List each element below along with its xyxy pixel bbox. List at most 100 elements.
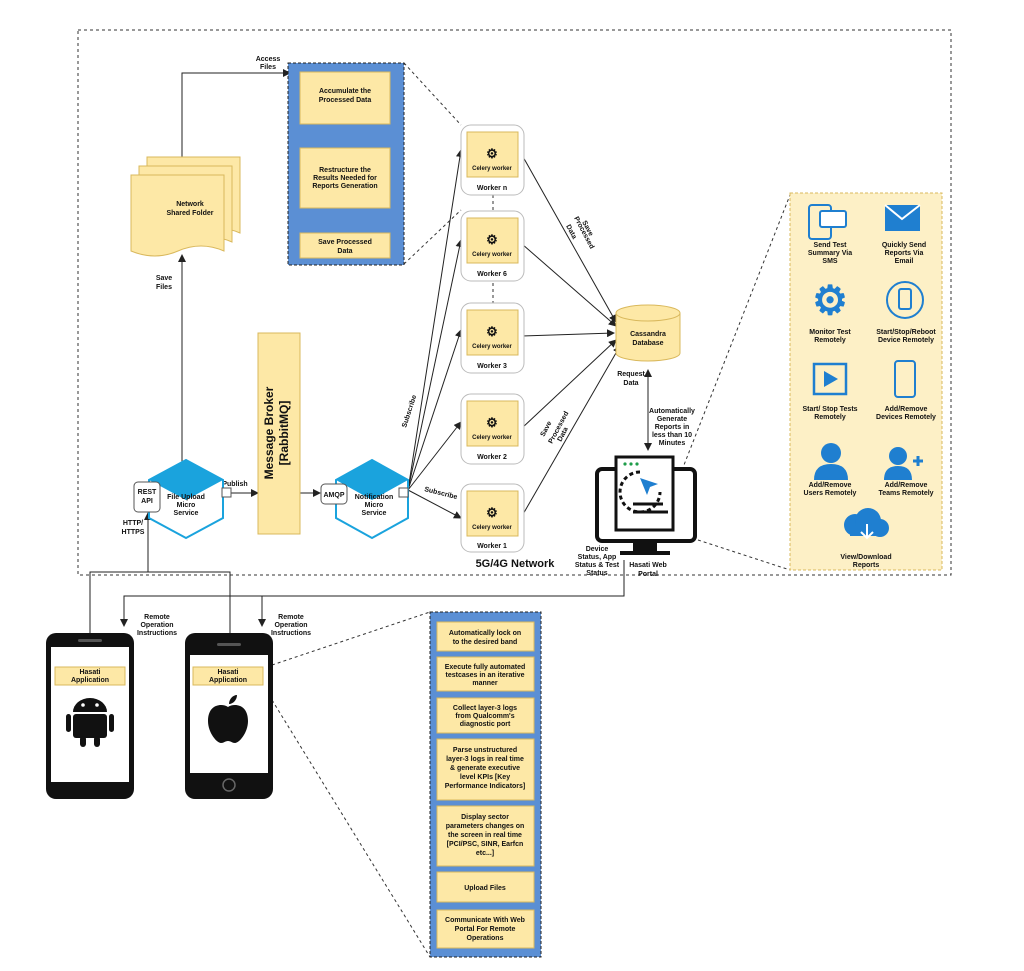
feature-devices-2: Devices Remotely (876, 414, 936, 421)
feature-monitor-2: Remotely (814, 337, 846, 344)
features-panel: ⚙ Send Test Summary Vi (789, 192, 943, 571)
cloud-download-icon (844, 508, 889, 540)
worker-label: Worker n (477, 185, 507, 192)
feature-reports-1: View/Download (840, 554, 891, 561)
feature-sms-2: Summary Via (808, 250, 852, 257)
iphone: Hasati Application (185, 633, 273, 799)
pipeline-step-2-line-2: Results Needed for (313, 175, 377, 182)
access-files-label-2: Files (260, 64, 276, 71)
device-control-icon (886, 281, 924, 319)
app-feature-4-line-3: & generate executive (450, 765, 520, 772)
app-feature-2-line-1: Execute fully automated (445, 664, 526, 671)
web-portal-label-1: Hasati Web (629, 562, 667, 569)
celery-worker-label: Celery worker (472, 525, 512, 531)
pipeline-step-3-line-1: Save Processed (318, 239, 372, 246)
network-shared-folder: Network Shared Folder (130, 156, 241, 257)
device-status-label-2: Status, App (578, 554, 617, 561)
feature-teams-1: Add/Remove (885, 482, 928, 489)
auto-reports-label-5: Minutes (659, 440, 686, 447)
request-data-label-2: Data (623, 380, 638, 387)
feature-device-control-2: Device Remotely (878, 337, 934, 344)
worker-6: ⚙ Celery worker Worker 6 (460, 210, 525, 282)
notification-label-2: Micro (365, 502, 384, 509)
shared-folder-label-2: Shared Folder (166, 210, 213, 217)
gear-icon: ⚙ (486, 505, 498, 520)
connectors (89, 62, 791, 958)
celery-worker-label: Celery worker (472, 435, 512, 441)
worker-label: Worker 6 (477, 271, 507, 278)
app-feature-5-line-1: Display sector (461, 814, 509, 821)
app-feature-5-line-5: etc...] (476, 850, 494, 857)
feature-sms-1: Send Test (814, 242, 848, 249)
feature-devices-1: Add/Remove (885, 406, 928, 413)
upload-service-label-1: File Upload (167, 494, 205, 501)
app-feature-1-line-2: to the desired band (453, 639, 518, 646)
notification-label-1: Notification (355, 494, 394, 501)
app-feature-4-line-5: Performance Indicators] (445, 783, 526, 790)
ios-app-label-2: Application (209, 677, 247, 684)
feature-sms-3: SMS (822, 258, 838, 265)
subscribe-label-lower: Subscribe (424, 486, 459, 501)
app-feature-3-line-1: Collect layer-3 logs (453, 705, 517, 712)
gear-icon: ⚙ (486, 324, 498, 339)
auto-reports-label-3: Reports in (655, 424, 690, 431)
pipeline-step-2-line-1: Restructure the (319, 167, 371, 174)
worker-2: ⚙ Celery worker Worker 2 (460, 393, 525, 465)
http-label-2: HTTPS (122, 529, 145, 536)
pipeline-step-3-line-2: Data (337, 248, 352, 255)
celery-worker-label: Celery worker (472, 166, 512, 172)
app-feature-5-line-3: the screen in real time (448, 832, 522, 839)
user-icon (814, 443, 848, 480)
app-feature-7-line-1: Communicate With Web (445, 917, 525, 924)
gear-icon: ⚙ (486, 146, 498, 161)
play-icon (812, 362, 848, 396)
app-features-panel: Automatically lock on to the desired ban… (429, 611, 542, 958)
request-data-label-1: Request (617, 371, 645, 378)
save-processed-data-top-3: Data (564, 224, 577, 241)
app-feature-4-line-4: level KPIs [Key (460, 774, 510, 781)
feature-email-3: Email (895, 258, 914, 265)
worker-n: ⚙ Celery worker Worker n (460, 124, 525, 196)
upload-service-label-3: Service (174, 510, 199, 517)
auto-reports-label-4: less than 10 (652, 432, 692, 439)
notification-label-3: Service (362, 510, 387, 517)
subscribe-label-upper: Subscribe (401, 394, 418, 428)
rest-api-label-2: API (141, 498, 153, 505)
cassandra-label-1: Cassandra (630, 331, 666, 338)
app-feature-3-line-3: diagnostic port (460, 721, 511, 728)
feature-email-2: Reports Via (885, 250, 924, 257)
device-status-label-3: Status & Test (575, 562, 620, 569)
cassandra-database: Cassandra Database (615, 304, 681, 362)
feature-teams-2: Teams Remotely (878, 490, 933, 497)
feature-users-1: Add/Remove (809, 482, 852, 489)
remote-instructions-ios-2: Operation (274, 622, 307, 629)
worker-3: ⚙ Celery worker Worker 3 (460, 302, 525, 374)
apple-icon (208, 695, 248, 743)
rest-api-label-1: REST (138, 489, 157, 496)
app-feature-5-line-2: parameters changes on (446, 823, 525, 830)
amqp-label: AMQP (324, 492, 345, 499)
app-feature-4-line-1: Parse unstructured (453, 747, 517, 754)
auto-reports-label-1: Automatically (649, 408, 695, 415)
app-feature-2-line-2: testcases in an iterative (446, 672, 525, 679)
add-user-icon (884, 447, 923, 480)
feature-device-control-1: Start/Stop/Reboot (876, 329, 936, 336)
worker-label: Worker 3 (477, 363, 507, 370)
app-feature-7-line-2: Portal For Remote (455, 926, 516, 933)
android-app-label-2: Application (71, 677, 109, 684)
message-broker: Message Broker [RabbitMQ] (257, 332, 301, 535)
access-files-label-1: Access (256, 56, 281, 63)
upload-service-label-2: Micro (177, 502, 196, 509)
pointer-icon (640, 478, 658, 495)
pipeline-step-2-line-3: Reports Generation (312, 183, 377, 190)
device-status-label-4: Status (586, 570, 608, 577)
device-status-label-1: Device (586, 546, 609, 553)
cassandra-label-2: Database (632, 340, 663, 347)
android-app-label-1: Hasati (79, 669, 100, 676)
mobile-device-icon (894, 360, 916, 398)
app-feature-2-line-3: manner (472, 680, 498, 687)
remote-instructions-ios-3: Instructions (271, 630, 311, 637)
app-feature-7-line-3: Operations (467, 935, 504, 942)
feature-tests-2: Remotely (814, 414, 846, 421)
worker-1: ⚙ Celery worker Worker 1 (460, 483, 525, 553)
